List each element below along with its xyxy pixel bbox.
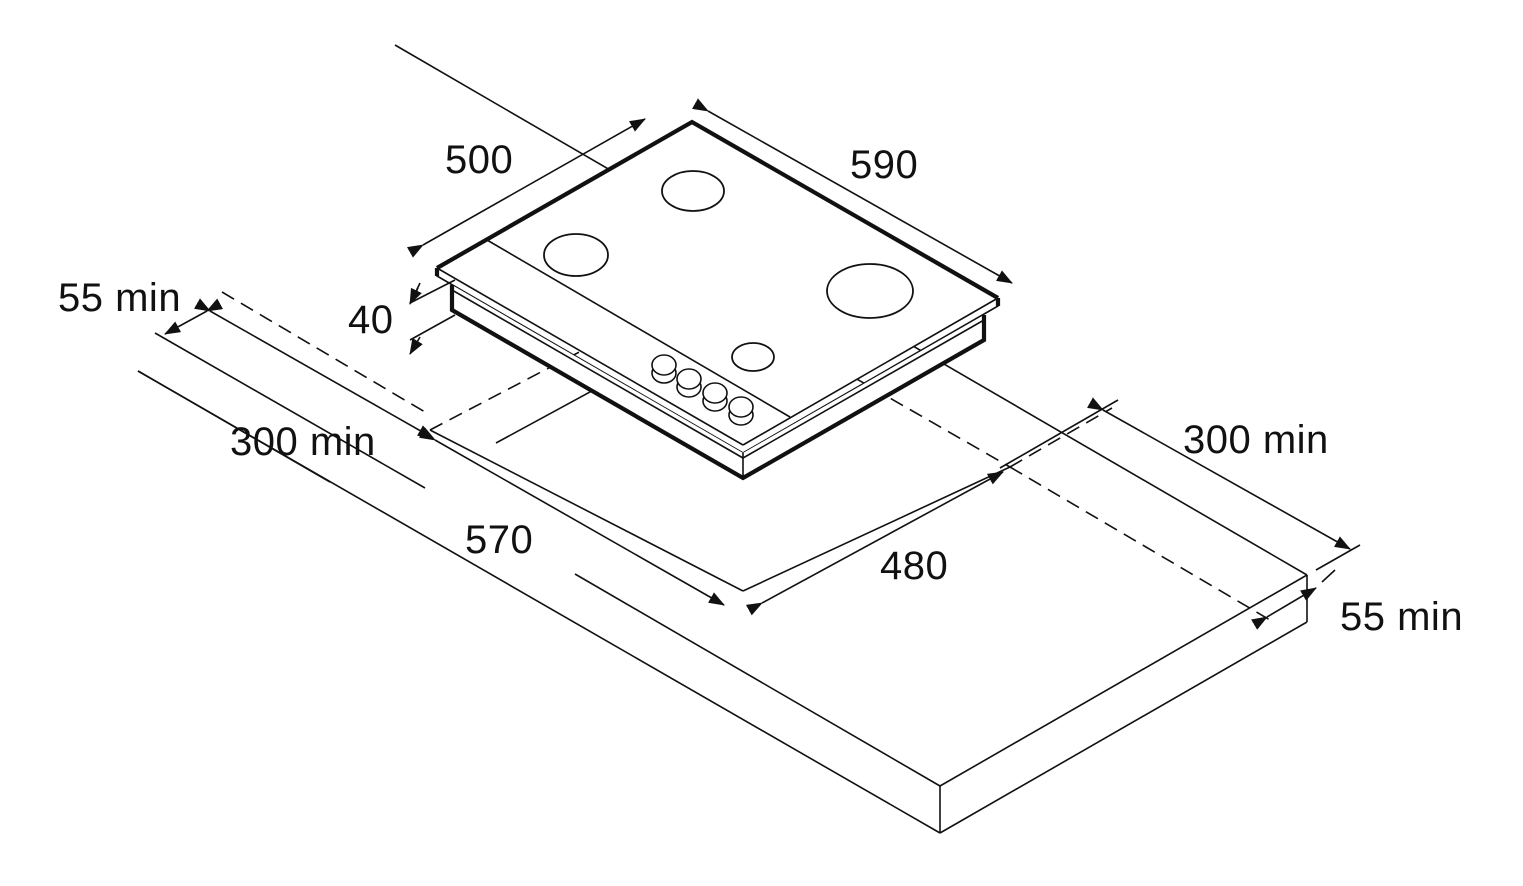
knob-1 [651,354,677,384]
dim-570-line [418,427,725,606]
dim-480-line [745,471,1004,616]
dim-300-left-line [193,298,434,439]
dim-300-right-line [1086,397,1351,550]
ext-left-2 [137,370,331,483]
control-knobs [651,354,754,426]
burner-left [543,233,609,277]
dim-label-570: 570 [465,518,534,562]
dim-label-480: 480 [880,544,949,588]
dim-40-bottom [409,314,456,341]
dim-label-55-min-right: 55 min [1340,595,1464,639]
knob-4 [728,396,754,426]
burner-rear [661,170,725,212]
ext-left-1 [154,332,426,489]
dim-label-40: 40 [348,298,394,342]
dim-label-300-min-left: 300 min [230,420,376,464]
burner-right [826,263,914,319]
dim-label-590: 590 [850,143,919,187]
dimension-lines [137,98,1361,630]
knob-2 [676,368,702,398]
dim-55-right-line [1251,587,1317,630]
knob-3 [702,382,728,412]
dim-label-300-min-right: 300 min [1183,418,1329,462]
dim-label-55-min-left: 55 min [58,276,182,320]
dim-500-line [406,118,646,258]
dim-590-line [691,98,1013,284]
dim-label-500: 500 [445,138,514,182]
burner-front [731,342,775,372]
